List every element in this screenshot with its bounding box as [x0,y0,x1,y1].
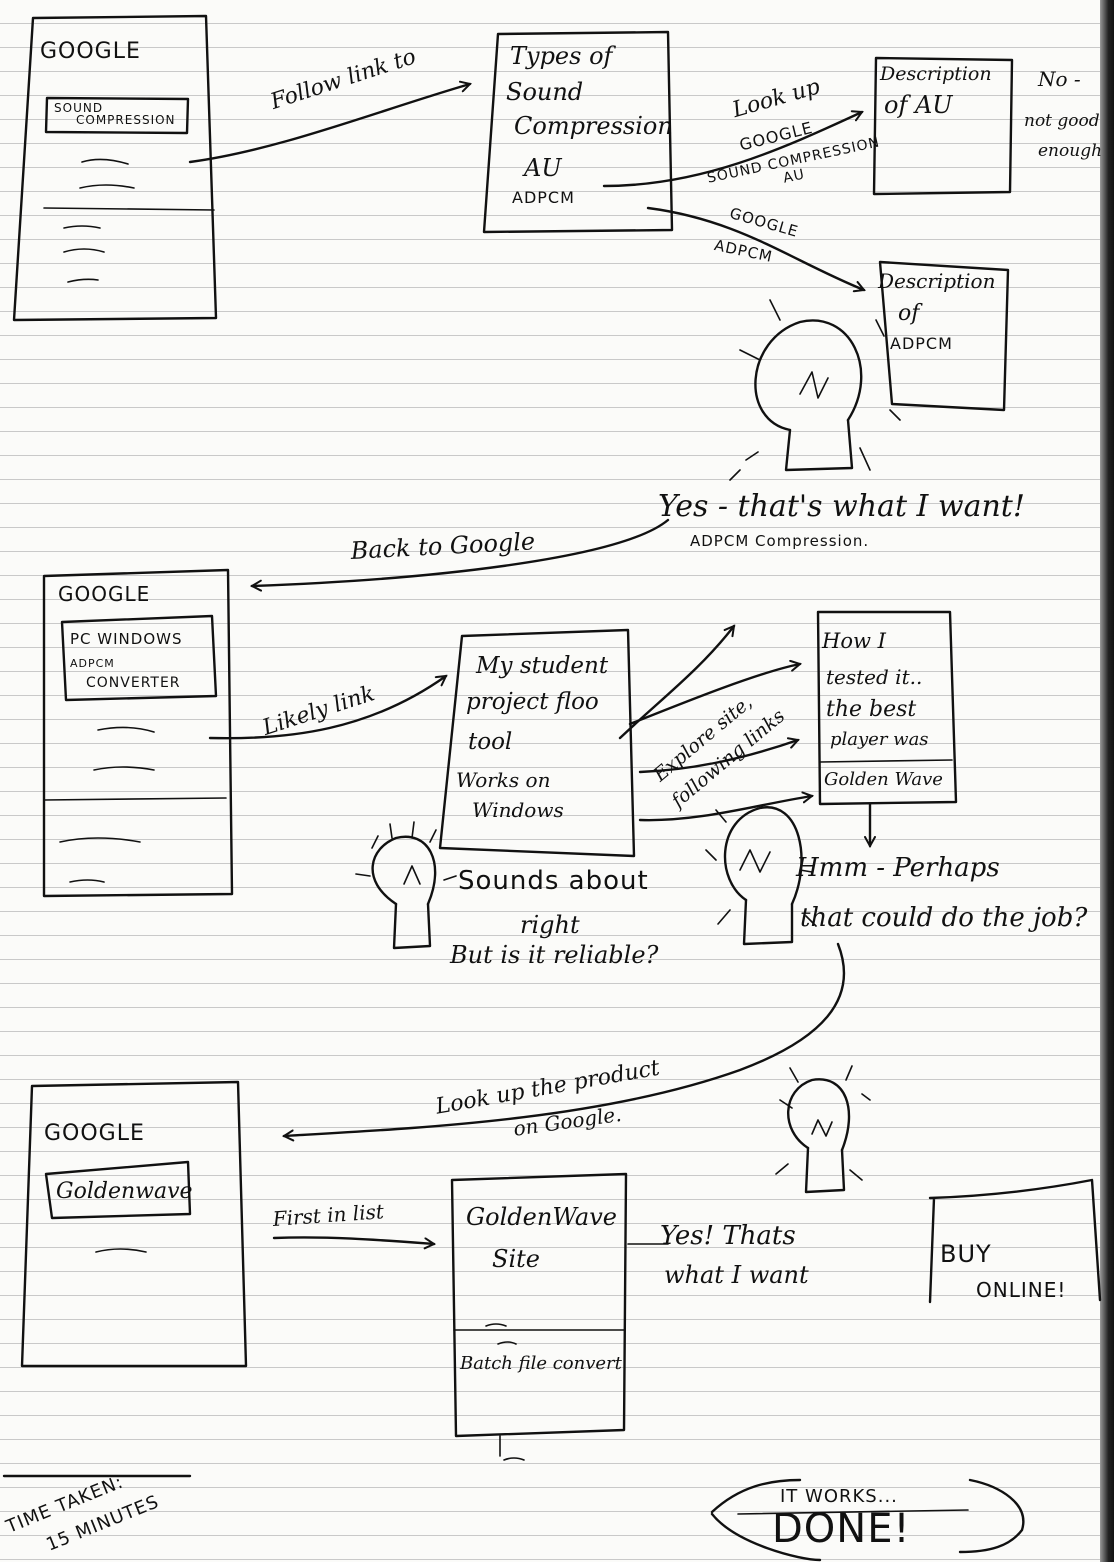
lightbulb-icon-4 [775,1065,871,1194]
arrow-back-to-google [252,518,670,586]
hmm-line2: that could do the job? [800,903,1088,933]
desc-au-line2: of AU [884,91,953,119]
result-squiggle-3 [95,1248,147,1253]
desc-au-line1: Description [880,63,992,85]
lightbulb-icon-3 [705,806,817,946]
search-text-2c: CONVERTER [86,675,181,691]
tested-box-underline [819,759,953,763]
site-line1: GoldenWave [466,1203,617,1231]
google-title-1: GOOGLE [40,39,141,64]
desc-au-box [872,56,1014,196]
tested-box [816,610,958,806]
buy-box [928,1178,1102,1304]
types-line4: AU [524,154,562,182]
google-box-1 [12,14,218,322]
student-line2: project floo [466,689,599,715]
arrow-likely-link [208,674,446,740]
buy-line1: BUY [940,1240,992,1268]
tested-line3: the best [826,697,917,722]
lightbulb-icon-1 [729,299,901,481]
no-note-line2: not good [1024,111,1100,131]
student-line1: My student [476,653,609,679]
tested-line1: How I [822,629,886,653]
no-note-line1: No - [1038,67,1081,91]
student-line3: tool [468,729,513,755]
arrow-first-in-list [272,1236,434,1244]
arrows-explore [618,626,734,740]
search-field-2 [60,614,218,702]
types-line2: Sound [506,78,584,106]
lightbulb-icon-2 [355,821,457,950]
desc-adpcm-line2: of [898,301,920,326]
arrow-lookup-adpcm [646,206,864,290]
google-title-3: GOOGLE [44,1121,145,1146]
hmm-line1: Hmm - Perhaps [796,853,1000,883]
google-box-3 [20,1080,248,1368]
site-line3: Batch file convert [460,1353,622,1374]
types-line1: Types of [510,42,613,70]
desc-adpcm-box [878,260,1010,412]
tested-line2: tested it.. [826,665,923,689]
yes-note-line2: ADPCM Compression. [690,532,870,550]
done-bracket-right [958,1478,1025,1554]
done-strike [737,1509,969,1515]
search-text-2b: ADPCM [70,657,115,670]
arrow-lookup-au [602,112,862,188]
adpcm-box-tick [875,319,885,337]
types-box [482,30,674,234]
done-text: DONE! [772,1506,911,1552]
types-line5: ADPCM [512,188,575,207]
google-box-2 [42,568,234,898]
no-note-line3: enough [1038,141,1103,161]
done-bracket-left [710,1478,822,1562]
student-line4: Works on [456,768,551,792]
result-squiggles-1 [43,158,215,283]
arrow-lookup-product [284,942,846,1136]
yes-final-line2: what I want [664,1261,809,1289]
google-title-2: GOOGLE [58,582,151,606]
sounds-line1: Sounds about [458,866,649,896]
tested-line5: Golden Wave [824,769,943,790]
buy-line2: ONLINE! [976,1278,1067,1302]
sounds-line2: right [520,911,580,939]
types-line3: Compression [514,112,673,140]
search-text-1b: COMPRESSION [76,113,176,127]
yes-note-line1: Yes - that's what I want! [658,489,1025,524]
result-squiggles-2 [43,726,227,883]
student-box [438,628,636,858]
desc-adpcm-line1: Description [878,269,996,293]
search-text-1a: SOUND [54,101,104,115]
site-line2: Site [492,1245,540,1273]
sounds-line3: But is it reliable? [450,941,659,969]
search-text-3: Goldenwave [56,1179,193,1204]
student-line5: Windows [472,798,564,822]
search-text-2a: PC WINDOWS [70,630,183,648]
arrow-follow-link [188,84,470,164]
yes-final-line1: Yes! Thats [660,1221,796,1251]
desc-adpcm-line3: ADPCM [890,334,953,353]
search-field-3 [44,1160,192,1220]
notebook-binding-edge [1100,0,1114,1562]
search-field-1 [44,96,190,135]
it-works-crossed: IT WORKS... [780,1486,898,1507]
tested-line4: player was [830,729,929,750]
site-box-divider [453,1323,625,1461]
site-box [450,1172,628,1438]
